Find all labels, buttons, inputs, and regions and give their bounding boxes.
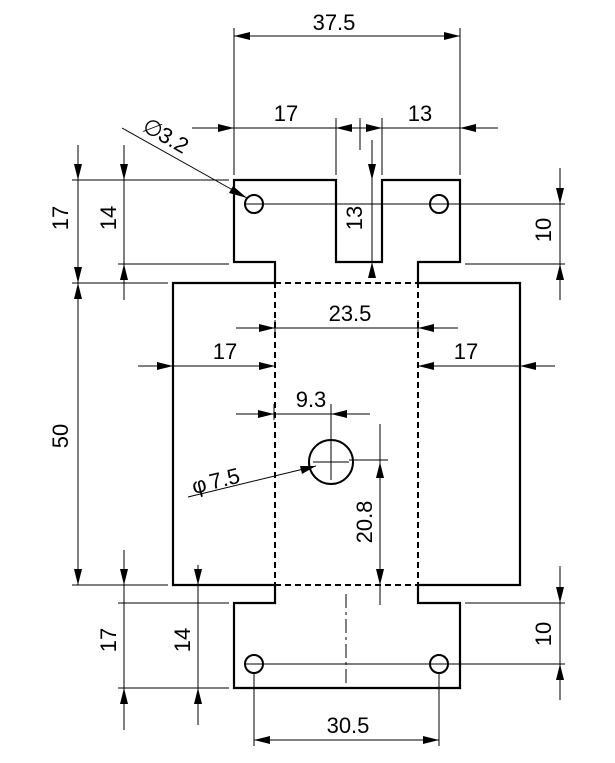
dim-bottom-hole-spacing: 30.5 — [327, 713, 370, 738]
dim-right-of-slot: 13 — [408, 101, 432, 126]
dim-right-flap: 17 — [454, 339, 478, 364]
dim-main-height: 50 — [48, 424, 73, 448]
part-outline — [171, 178, 522, 690]
dim-big-hole-diameter: φ 7.5 — [189, 463, 242, 499]
arrowheads — [74, 32, 564, 744]
dim-bottom-tab-17: 17 — [96, 628, 121, 652]
dim-center-hole-y: 20.8 — [352, 501, 377, 544]
dim-bottom-hole-offset: 10 — [531, 622, 556, 646]
dim-left-of-slot: 17 — [274, 101, 298, 126]
dim-slot-depth: 13 — [342, 206, 367, 230]
dim-fold-spacing: 23.5 — [329, 301, 372, 326]
dim-small-hole-diameter: ∅ 3.2 — [139, 113, 194, 159]
dim-bottom-tab-14: 14 — [170, 628, 195, 652]
dim-top-tab-14: 14 — [96, 206, 121, 230]
dim-top-hole-offset: 10 — [531, 218, 556, 242]
dim-top-tab-17: 17 — [48, 206, 73, 230]
svg-text:7.5: 7.5 — [207, 463, 243, 495]
dim-left-flap: 17 — [213, 339, 237, 364]
svg-text:φ: φ — [189, 471, 209, 499]
dim-center-hole-x: 9.3 — [296, 387, 327, 412]
fold-lines — [274, 262, 419, 603]
dim-overall-width: 37.5 — [313, 10, 356, 35]
dimension-labels: 37.5 17 13 ∅ 3.2 17 14 13 10 23.5 17 17 … — [48, 10, 556, 738]
centerlines — [313, 444, 349, 688]
